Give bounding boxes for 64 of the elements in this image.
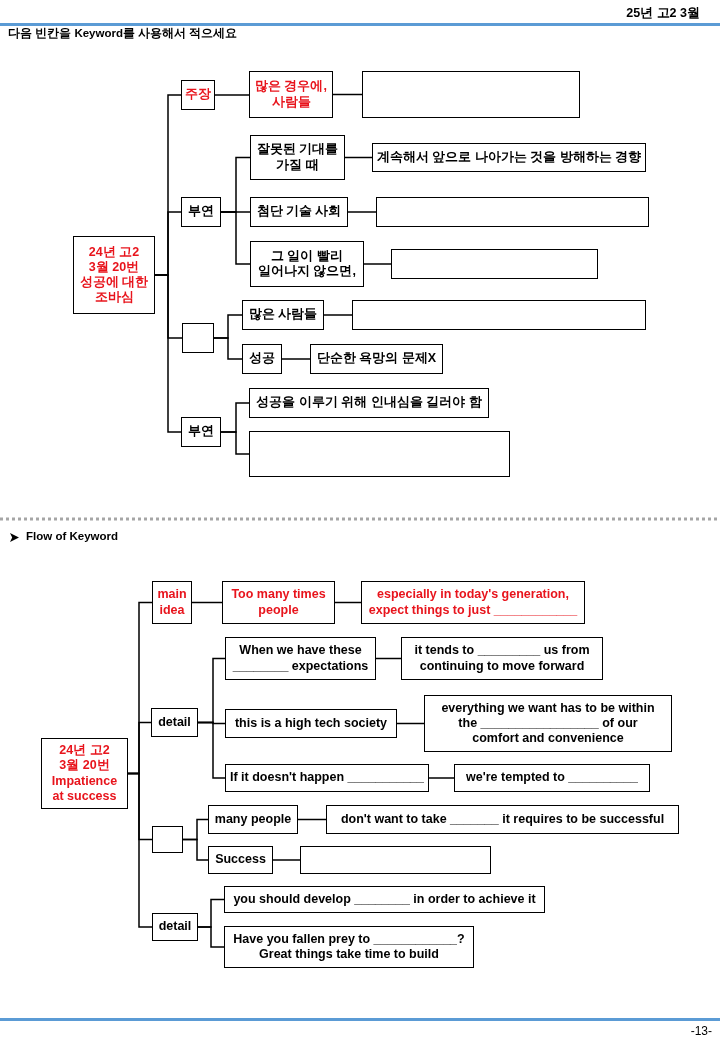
category-box: main idea <box>152 581 192 624</box>
category-box: 부연 <box>181 417 221 447</box>
connector-line <box>272 859 301 861</box>
category-box: detail <box>151 708 198 737</box>
answer-box <box>391 249 598 279</box>
answer-box <box>152 826 183 853</box>
connector-line <box>154 274 182 433</box>
topic-box: 24년 고2 3월 20번 Impatience at success <box>41 738 128 809</box>
category-box: 부연 <box>181 197 221 227</box>
connector-line <box>396 722 425 725</box>
section-heading: Flow of Keyword <box>26 530 118 544</box>
phrase-box: 많은 경우에, 사람들 <box>249 71 333 118</box>
phrase-box: this is a high tech society <box>225 709 397 738</box>
connector-line <box>323 314 353 316</box>
phrase-box: Have you fallen prey to ____________? Great things take time to build <box>224 926 474 968</box>
phrase-box: 단순한 욕망의 문제X <box>310 344 443 374</box>
phrase-box: especially in today's generation, expect things to just ____________ <box>361 581 585 624</box>
connector-line <box>281 358 311 360</box>
phrase-box: 성공 <box>242 344 282 374</box>
connector-line <box>191 601 223 604</box>
phrase-box: Success <box>208 846 273 874</box>
connector-line <box>197 926 225 948</box>
instruction-text: 다음 빈칸을 Keyword를 사용해서 적으세요 <box>8 27 238 41</box>
phrase-box: many people <box>208 805 298 834</box>
phrase-box: 계속해서 앞으로 나아가는 것을 방해하는 경향 <box>372 143 647 172</box>
connector-line <box>363 263 392 265</box>
answer-box <box>362 71 580 118</box>
connector-line <box>214 94 250 96</box>
connector-line <box>347 211 377 213</box>
answer-box <box>182 323 214 353</box>
connector-line <box>297 818 327 821</box>
answer-box <box>352 300 646 330</box>
phrase-box: everything we want has to be within the _________________ of our comfort and convenience <box>424 695 672 752</box>
phrase-box: 그 일이 빨리 일어나지 않으면, <box>250 241 364 287</box>
connector-line <box>344 156 373 159</box>
connector-line <box>428 777 455 779</box>
phrase-box: it tends to _________ us from continuing to move forward <box>401 637 603 680</box>
page-number: -13- <box>690 1024 712 1039</box>
connector-line <box>220 211 251 265</box>
header-text: 25년 고2 3월 <box>626 6 700 21</box>
connector-line <box>182 838 209 861</box>
category-box: 주장 <box>181 80 215 110</box>
phrase-box: 첨단 기술 사회 <box>250 197 348 227</box>
connector-line <box>375 657 402 660</box>
topic-box: 24년 고2 3월 20번 성공에 대한 조바심 <box>73 236 155 314</box>
phrase-box: you should develop ________ in order to achieve it <box>224 886 545 913</box>
category-box: detail <box>152 913 198 941</box>
phrase-box: 잘못된 기대를 가질 때 <box>250 135 345 180</box>
answer-box <box>376 197 649 227</box>
connector-line <box>334 601 362 604</box>
answer-box <box>300 846 491 874</box>
phrase-box: we're tempted to __________ <box>454 764 650 792</box>
connector-line <box>127 772 153 928</box>
connector-line <box>220 431 250 455</box>
phrase-box: don't want to take _______ it requires to be successful <box>326 805 679 834</box>
phrase-box: Too many times people <box>222 581 335 624</box>
connector-line <box>332 93 363 96</box>
phrase-box: 성공을 이루기 위해 인내심을 길러야 함 <box>249 388 489 418</box>
phrase-box: If it doesn't happen ___________ <box>225 764 430 792</box>
answer-box <box>249 431 510 477</box>
connector-line <box>213 337 243 360</box>
phrase-box: 많은 사람들 <box>242 300 324 330</box>
phrase-box: When we have these ________ expectations <box>225 637 376 680</box>
connector-line <box>197 721 226 779</box>
